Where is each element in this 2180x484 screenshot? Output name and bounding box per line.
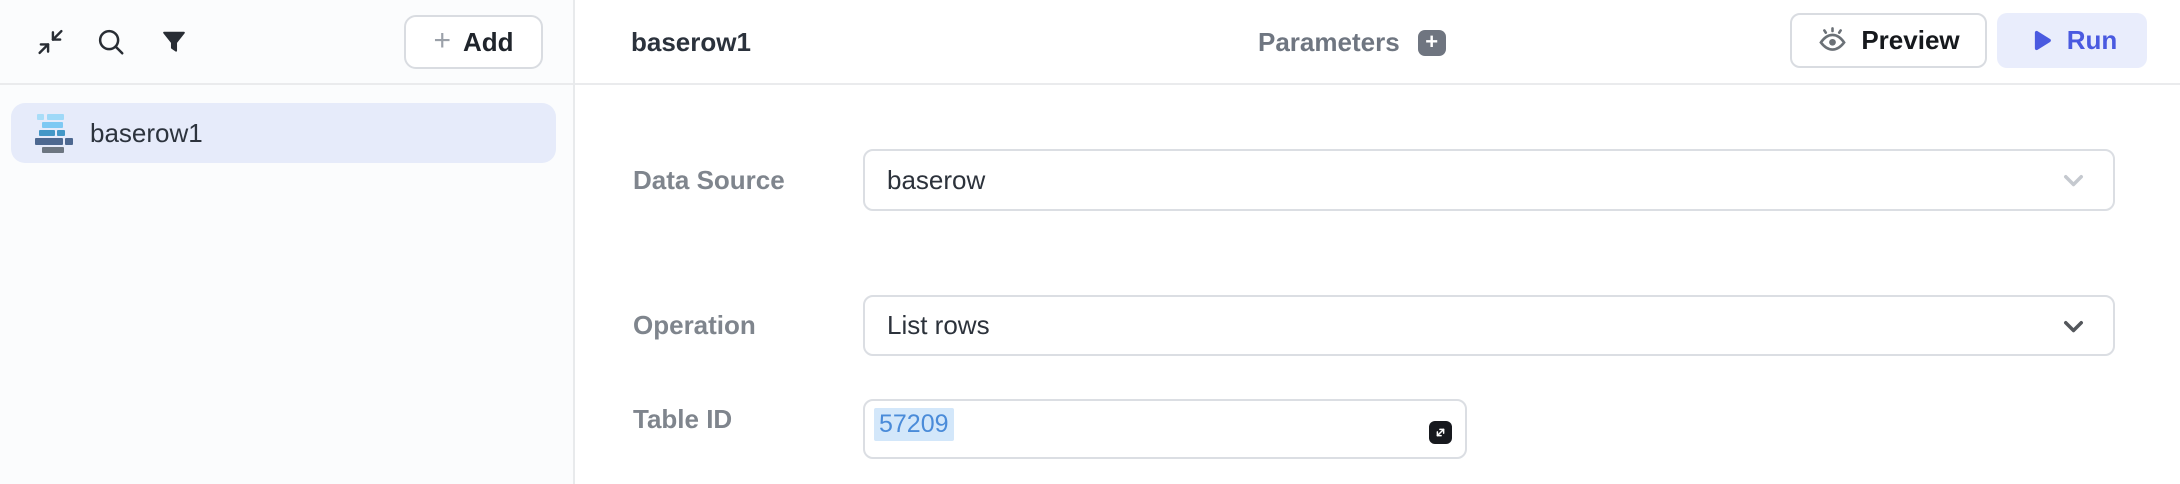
search-icon[interactable] [96,27,126,57]
play-icon [2027,27,2054,54]
data-source-label: Data Source [633,164,785,195]
filter-icon[interactable] [160,28,188,56]
run-button-label: Run [2066,25,2118,55]
preview-button[interactable]: Preview [1790,13,1987,68]
expand-editor-button[interactable] [1429,421,1452,444]
query-item-label: baserow1 [90,117,203,148]
query-main-panel: baserow1 Parameters + Previe [575,0,2180,484]
preview-button-label: Preview [1861,25,1960,55]
data-source-value: baserow [887,164,986,195]
parameters-section: Parameters + [1258,0,1446,85]
parameters-label: Parameters [1258,27,1400,57]
data-source-select[interactable]: baserow [863,149,2115,211]
query-title: baserow1 [631,27,751,57]
chevron-down-icon [2058,310,2089,341]
table-id-input[interactable]: 57209 [863,399,1467,459]
add-parameter-button[interactable]: + [1417,28,1446,56]
plus-icon: + [1425,28,1439,54]
query-list-item-baserow1[interactable]: baserow1 [11,103,556,163]
query-header: baserow1 Parameters + Previe [575,0,2180,85]
operation-select[interactable]: List rows [863,295,2115,356]
sidebar-toolbar: + Add [0,0,573,85]
collapse-panel-icon[interactable] [36,27,65,56]
chevron-down-icon [2058,165,2089,196]
table-id-value: 57209 [874,408,954,441]
run-button[interactable]: Run [1997,13,2147,68]
add-button-label: Add [462,26,514,57]
table-id-label: Table ID [633,403,733,434]
eye-icon [1817,25,1848,56]
operation-value: List rows [887,310,990,340]
add-query-button[interactable]: + Add [404,15,543,69]
baserow-logo-icon [34,112,74,154]
query-sidebar: + Add baserow1 [0,0,575,484]
plus-icon: + [433,23,451,57]
operation-label: Operation [633,310,756,340]
